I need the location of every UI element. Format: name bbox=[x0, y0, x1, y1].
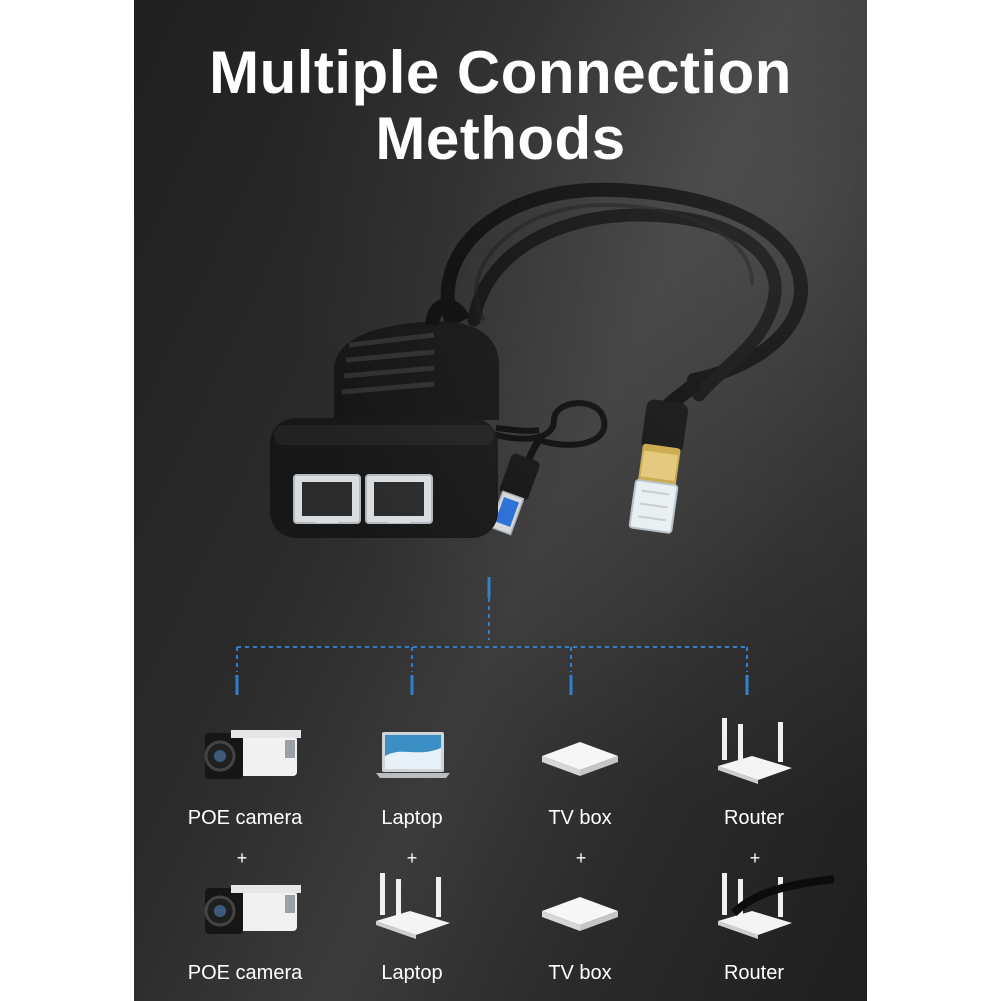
router-icon bbox=[376, 873, 450, 939]
plus-sign: + bbox=[749, 848, 761, 868]
device-tv-box-2: TV box bbox=[500, 873, 660, 985]
splitter-body bbox=[270, 298, 540, 538]
device-label: Laptop bbox=[381, 962, 443, 984]
splitter-product-image bbox=[270, 182, 808, 538]
title-line-1: Multiple Connection bbox=[209, 39, 792, 106]
page-title: Multiple Connection Methods bbox=[134, 40, 867, 172]
tv-box-icon bbox=[542, 742, 618, 776]
laptop-icon bbox=[376, 732, 450, 778]
router-icon bbox=[718, 718, 792, 784]
device-label: Router bbox=[723, 807, 785, 829]
plus-sign: + bbox=[575, 848, 587, 868]
device-label: Router bbox=[723, 962, 785, 984]
device-label: Laptop bbox=[381, 807, 443, 829]
camera-icon bbox=[204, 730, 301, 779]
device-poe-camera-1: POE camera bbox=[165, 718, 325, 830]
device-label: TV box bbox=[548, 962, 612, 984]
device-label: POE camera bbox=[187, 807, 303, 829]
device-router-2: Router bbox=[674, 873, 835, 985]
device-router-1: Router bbox=[674, 718, 834, 830]
device-label: TV box bbox=[548, 807, 612, 829]
plus-sign: + bbox=[406, 848, 418, 868]
device-poe-camera-2: POE camera bbox=[165, 873, 325, 985]
plus-sign: + bbox=[236, 848, 248, 868]
title-line-2: Methods bbox=[375, 105, 626, 172]
camera-icon bbox=[204, 885, 301, 934]
device-laptop-1: Laptop bbox=[332, 718, 492, 830]
rj45-plug bbox=[628, 399, 689, 534]
device-tv-box-1: TV box bbox=[500, 718, 660, 830]
connection-tree bbox=[235, 577, 749, 695]
device-label: POE camera bbox=[187, 962, 303, 984]
product-banner: Multiple Connection Methods bbox=[134, 0, 867, 1001]
device-laptop-2: Laptop bbox=[332, 873, 492, 985]
usb-plug bbox=[488, 453, 540, 536]
router-icon bbox=[718, 873, 835, 939]
tv-box-icon bbox=[542, 897, 618, 931]
